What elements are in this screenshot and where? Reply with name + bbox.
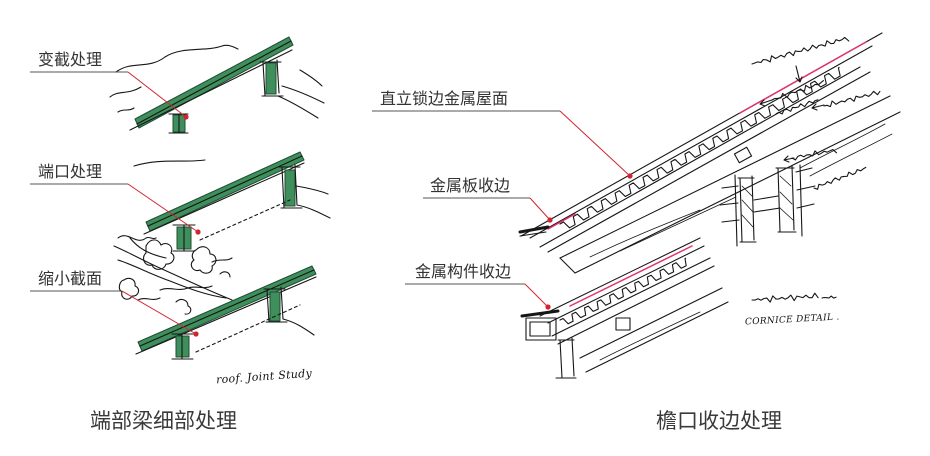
- beam-edge-line: [139, 269, 315, 347]
- timber-beam-bottom: [585, 301, 729, 373]
- roof-insulation-line: [551, 257, 711, 337]
- leader-line: [127, 183, 199, 233]
- pink-membrane-line: [739, 41, 867, 114]
- standing-seam-profile: [559, 66, 841, 229]
- beam-end-detail-reduced-section: [113, 237, 317, 360]
- leader-lines: [30, 71, 633, 337]
- column-outline: [259, 59, 284, 97]
- column: [265, 62, 277, 95]
- beam-underside-line: [135, 276, 317, 355]
- metal-edge-box-inner: [529, 321, 551, 337]
- ceiling-lines: [277, 69, 325, 119]
- label-standing-seam-roof: 直立锁边金属屋面: [380, 89, 509, 108]
- leader-dot: [547, 217, 553, 223]
- metal-edge-box: [525, 317, 557, 341]
- hidden-line: [195, 304, 301, 353]
- hidden-line: [199, 199, 291, 241]
- beam-edge-line: [147, 155, 303, 227]
- sky-contour-line: [109, 86, 142, 98]
- column-outline: [263, 286, 288, 323]
- label-reduced-section: 缩小截面: [38, 269, 103, 288]
- handwritten-annotation-scribble: [821, 295, 837, 299]
- standing-seam-profile: [559, 257, 687, 325]
- roof-top-line: [539, 237, 701, 317]
- wood-grain: [599, 311, 701, 361]
- handwritten-annotation-scribble: [771, 80, 825, 101]
- roof-deck-line: [547, 71, 871, 253]
- tree-branches-scribble: [113, 237, 233, 315]
- leader-dot: [193, 331, 199, 337]
- label-end-treatment: 端口处理: [38, 162, 103, 181]
- metal-component-edge-trim: [520, 309, 560, 318]
- cornice-detail-lower: [520, 237, 837, 379]
- beam-underside-line: [143, 162, 305, 235]
- handwritten-title-scribble: [751, 292, 837, 303]
- leader-dot: [627, 173, 633, 179]
- sky-contour-line: [115, 44, 239, 73]
- leader-line: [121, 290, 197, 335]
- beam-underside-line: [129, 49, 293, 131]
- handwritten-annotations: [751, 36, 881, 190]
- timber-beam-end-cut: [559, 257, 576, 274]
- cornice-detail-main: [518, 32, 901, 274]
- column: [269, 291, 281, 322]
- handwritten-annotation-scribble: [823, 90, 881, 108]
- leader-dot: [195, 229, 201, 235]
- support-post-outline: [168, 113, 189, 134]
- ceiling-lines: [282, 318, 315, 336]
- steel-column: [555, 337, 577, 379]
- sky-contour-line: [133, 159, 206, 167]
- leader-line: [529, 197, 551, 221]
- column: [284, 169, 296, 207]
- sky-contour-line: [117, 107, 135, 113]
- wood-grain: [589, 123, 893, 258]
- i-beam-steel-column: [719, 164, 816, 247]
- handwritten-annotation-scribble: [813, 166, 867, 190]
- purlin-bracket: [733, 146, 753, 164]
- leader-dot: [545, 304, 551, 310]
- annotation-arrows: [759, 65, 825, 163]
- pink-membrane-line: [569, 245, 693, 307]
- roof-deck-line: [557, 265, 715, 345]
- support-post-outline: [171, 333, 194, 360]
- handwritten-annotation-scribble: [791, 148, 838, 161]
- handwritten-annotation-scribble: [751, 292, 819, 303]
- roof-insulation-line: [539, 66, 861, 248]
- roof-sheet-line: [547, 245, 705, 324]
- ceiling-lines: [295, 185, 331, 219]
- metal-sheet-edge-trim: [518, 225, 550, 234]
- beam-end-detail-port: [117, 151, 331, 252]
- support-post-outline: [172, 224, 196, 252]
- leader-line: [127, 71, 187, 118]
- timber-beam-top: [579, 287, 723, 359]
- column-outline: [278, 164, 303, 209]
- roof-sheet-line: [529, 45, 873, 239]
- handwritten-annotation-scribble: [775, 99, 819, 115]
- caption-right: 檐口收边处理: [656, 409, 782, 433]
- leader-dot: [183, 114, 189, 120]
- purlin-bracket: [615, 317, 631, 331]
- leader-line: [524, 283, 549, 308]
- beam-edge-line: [136, 40, 292, 125]
- timber-beam-top: [559, 95, 891, 259]
- leader-line: [559, 110, 631, 177]
- label-tapered-section: 变截处理: [38, 50, 103, 69]
- handwritten-annotation-scribble: [751, 36, 850, 65]
- label-metal-sheet-edge: 金属板收边: [430, 176, 511, 195]
- beam-end-detail-tapered: [109, 36, 325, 134]
- foliage-scribble: [117, 235, 157, 241]
- timber-beam-bottom: [574, 111, 901, 274]
- label-metal-component-edge: 金属构件收边: [415, 262, 512, 281]
- pink-edge-flashing: [547, 213, 576, 230]
- edge-trim-return: [519, 231, 547, 237]
- caption-left: 端部梁细部处理: [90, 409, 237, 433]
